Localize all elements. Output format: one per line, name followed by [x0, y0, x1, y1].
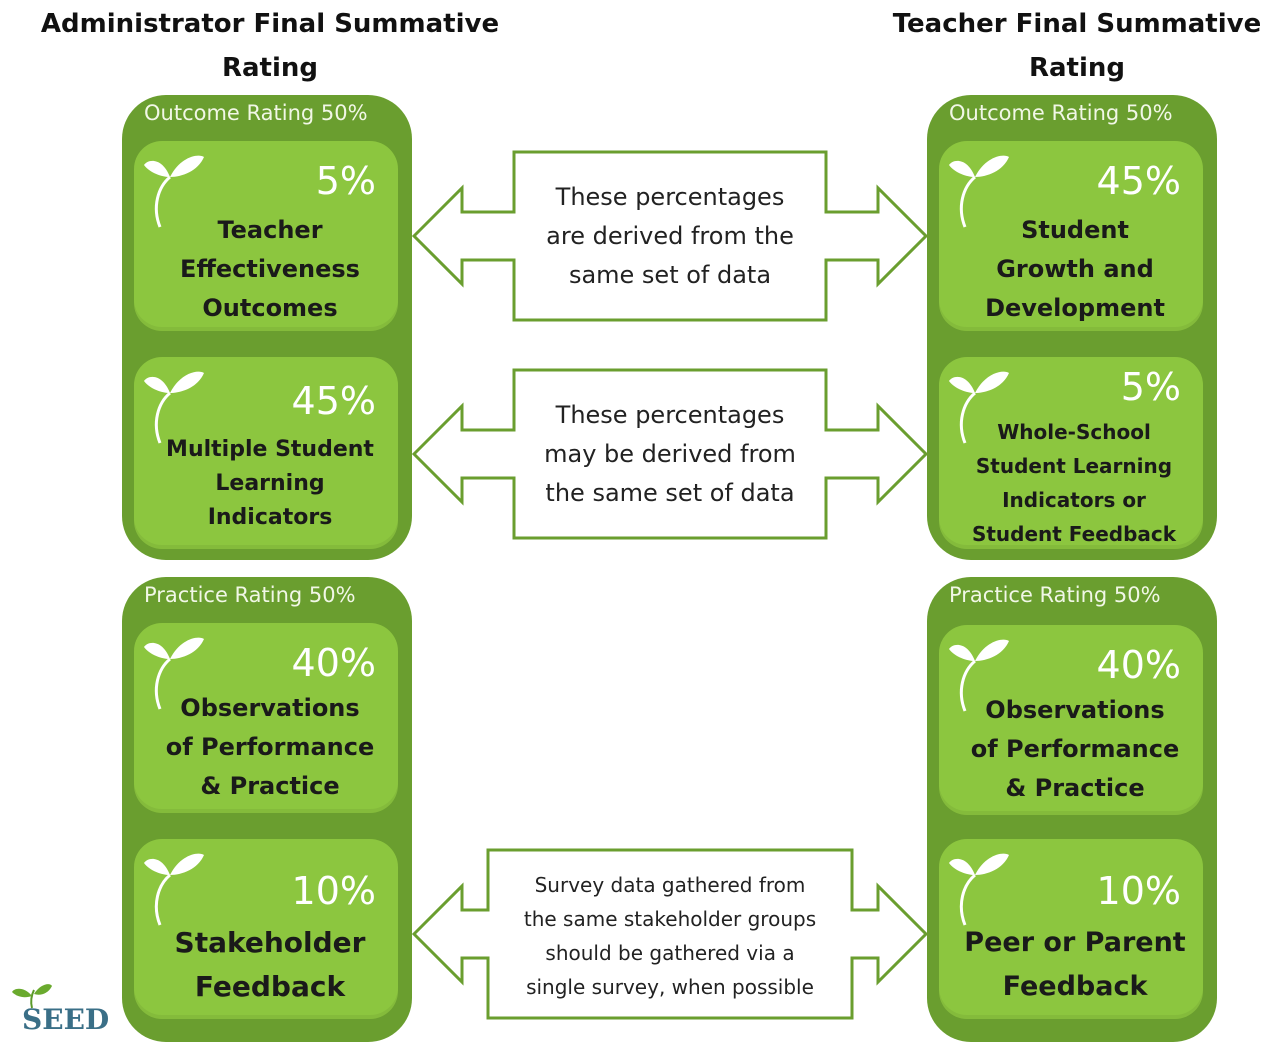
admin-practice-box-2: 10% Stakeholder Feedback: [134, 839, 398, 1019]
title-line: Stakeholder: [174, 926, 366, 959]
teacher-outcome-group: Outcome Rating 50% 45% Student Growth an…: [927, 95, 1217, 560]
admin-practice-box-1: 40% Observations of Performance & Practi…: [134, 623, 398, 813]
teacher-practice-box-2: 10% Peer or Parent Feedback: [939, 839, 1203, 1019]
sprout-icon: [949, 371, 1009, 444]
arrow-line: are derived from the: [546, 222, 794, 250]
admin-outcome-box-1: 5% Teacher Effectiveness Outcomes: [134, 141, 398, 331]
title-line: Growth and: [996, 255, 1154, 283]
arrow-line: single survey, when possible: [526, 975, 814, 999]
admin-outcome-group: Outcome Rating 50% 5% Teacher Effectiven…: [122, 95, 412, 560]
sprout-icon: [144, 155, 204, 228]
admin-outcome-box-2: 45% Multiple Student Learning Indicators: [134, 357, 398, 549]
title-line: Feedback: [194, 970, 346, 1003]
title-line: Teacher: [217, 216, 323, 244]
seed-logo-text: SEED: [22, 1003, 110, 1036]
teacher-practice-box-2-title: Peer or Parent Feedback: [959, 921, 1191, 1009]
arrow-line: should be gathered via a: [545, 941, 795, 965]
admin-outcome-box-2-pct: 45%: [291, 379, 376, 423]
title-line: Student Feedback: [971, 522, 1177, 546]
arrow-1-text: These percentages are derived from the s…: [520, 178, 820, 295]
arrow-line: the same stakeholder groups: [523, 907, 817, 931]
teacher-practice-group: Practice Rating 50% 40% Observations of …: [927, 577, 1217, 1042]
teacher-outcome-box-1-title: Student Growth and Development: [959, 211, 1191, 328]
teacher-title: Teacher Final Summative Rating: [877, 2, 1277, 90]
title-line: Feedback: [1002, 971, 1148, 1002]
teacher-outcome-box-2-title: Whole-School Student Learning Indicators…: [953, 415, 1195, 551]
teacher-title-line2: Rating: [1028, 53, 1126, 83]
title-line: of Performance: [970, 735, 1180, 763]
title-line: Student Learning: [975, 454, 1173, 478]
admin-practice-box-2-title: Stakeholder Feedback: [154, 921, 386, 1009]
double-arrow-1: [411, 150, 929, 322]
admin-outcome-box-1-title: Teacher Effectiveness Outcomes: [154, 211, 386, 328]
teacher-practice-box-1-title: Observations of Performance & Practice: [959, 691, 1191, 808]
teacher-practice-box-1-pct: 40%: [1096, 643, 1181, 687]
sprout-icon: [949, 639, 1009, 712]
admin-practice-box-1-pct: 40%: [291, 641, 376, 685]
title-line: Outcomes: [202, 294, 338, 322]
teacher-outcome-box-2: 5% Whole-School Student Learning Indicat…: [939, 357, 1203, 549]
admin-outcome-label: Outcome Rating 50%: [144, 101, 368, 125]
admin-practice-label: Practice Rating 50%: [144, 583, 356, 607]
sprout-icon: [144, 853, 204, 926]
teacher-outcome-box-1: 45% Student Growth and Development: [939, 141, 1203, 331]
title-line: of Performance: [165, 733, 375, 761]
title-line: & Practice: [200, 772, 340, 800]
arrow-line: same set of data: [568, 261, 772, 289]
admin-title: Administrator Final Summative Rating: [20, 2, 520, 90]
teacher-title-line1: Teacher Final Summative: [892, 9, 1262, 39]
teacher-practice-label: Practice Rating 50%: [949, 583, 1161, 607]
admin-outcome-box-2-title: Multiple Student Learning Indicators: [154, 433, 386, 535]
admin-practice-box-2-pct: 10%: [291, 869, 376, 913]
teacher-practice-box-2-pct: 10%: [1096, 869, 1181, 913]
admin-practice-group: Practice Rating 50% 40% Observations of …: [122, 577, 412, 1042]
arrow-line: These percentages: [555, 183, 785, 211]
title-line: Indicators: [207, 505, 333, 530]
admin-title-line1: Administrator Final Summative: [40, 9, 500, 39]
title-line: Indicators or: [1002, 488, 1146, 512]
double-arrow-3: [411, 848, 929, 1020]
sprout-icon: [12, 984, 52, 1009]
title-line: Whole-School: [997, 420, 1151, 444]
title-line: & Practice: [1005, 774, 1145, 802]
teacher-outcome-label: Outcome Rating 50%: [949, 101, 1173, 125]
title-line: Peer or Parent: [964, 927, 1186, 958]
sprout-icon: [144, 637, 204, 710]
title-line: Student: [1021, 216, 1129, 244]
title-line: Effectiveness: [180, 255, 360, 283]
arrow-line: may be derived from: [544, 440, 796, 468]
arrow-line: These percentages: [555, 401, 785, 429]
teacher-outcome-box-1-pct: 45%: [1096, 159, 1181, 203]
sprout-icon: [949, 155, 1009, 228]
arrow-line: Survey data gathered from: [534, 873, 806, 897]
arrow-3-text: Survey data gathered from the same stake…: [492, 868, 848, 1004]
teacher-practice-box-1: 40% Observations of Performance & Practi…: [939, 625, 1203, 815]
admin-outcome-box-1-pct: 5%: [315, 159, 376, 203]
title-line: Learning: [215, 471, 325, 496]
title-line: Development: [985, 294, 1165, 322]
title-line: Observations: [985, 696, 1165, 724]
teacher-outcome-box-2-pct: 5%: [1120, 365, 1181, 409]
sprout-icon: [949, 853, 1009, 926]
admin-practice-box-1-title: Observations of Performance & Practice: [154, 689, 386, 806]
arrow-2-text: These percentages may be derived from th…: [520, 396, 820, 513]
double-arrow-2: [411, 368, 929, 540]
sprout-icon: [144, 371, 204, 444]
title-line: Multiple Student: [166, 437, 374, 462]
admin-title-line2: Rating: [221, 53, 319, 83]
title-line: Observations: [180, 694, 360, 722]
arrow-line: the same set of data: [545, 479, 795, 507]
